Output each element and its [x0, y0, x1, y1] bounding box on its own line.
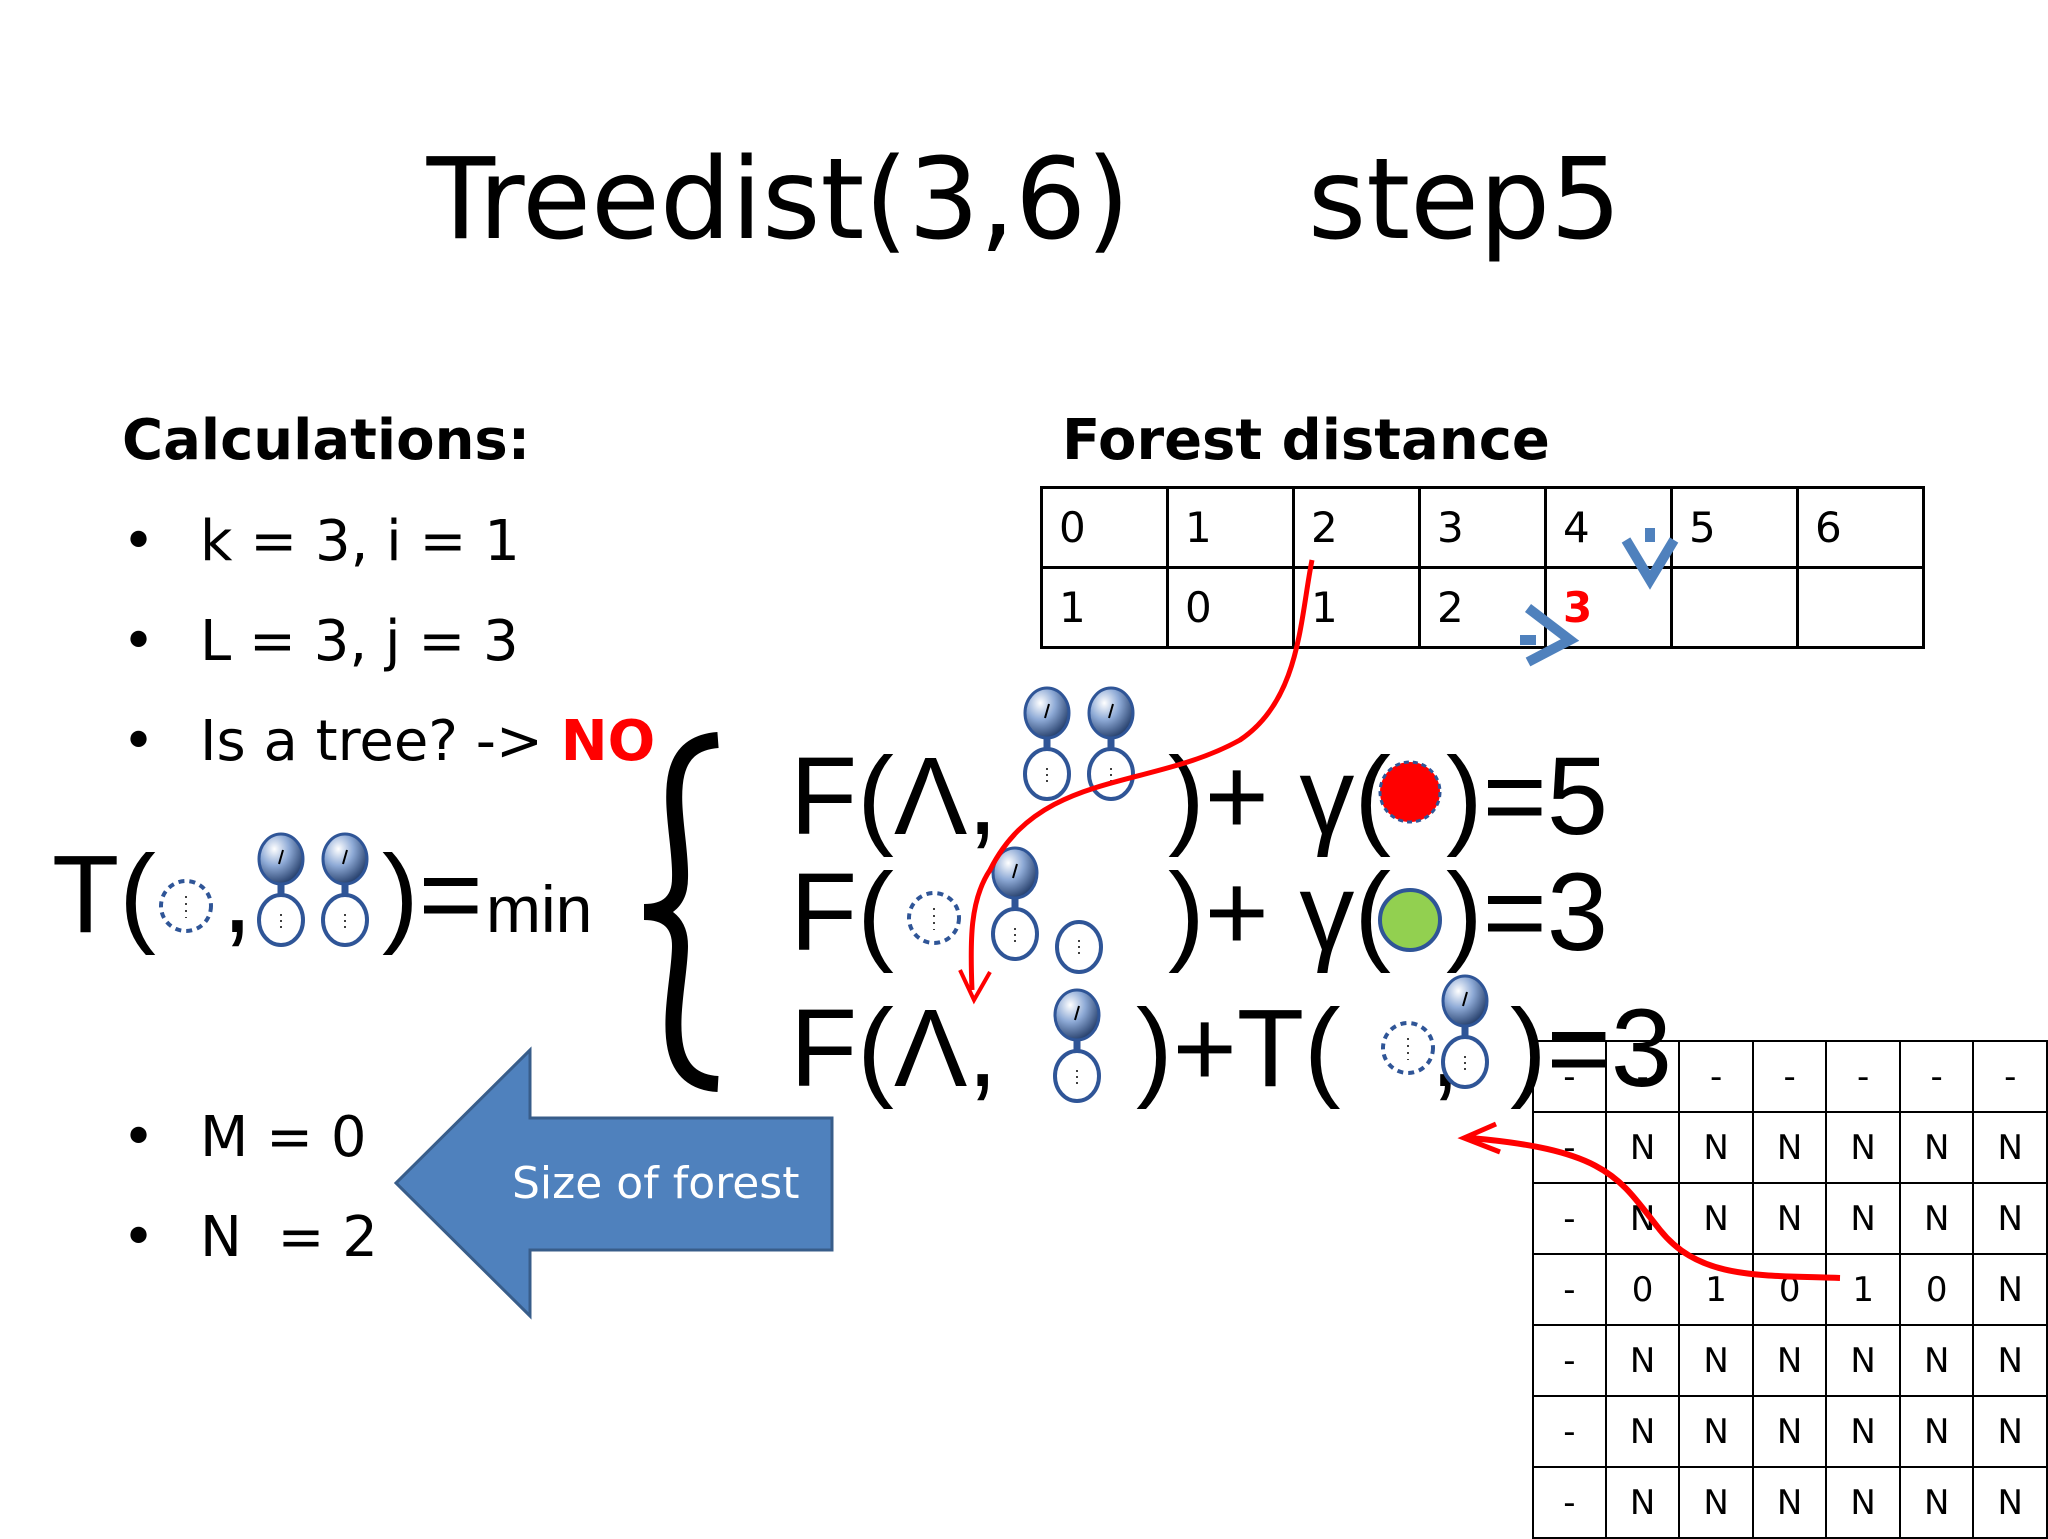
tree-pair-icon — [323, 834, 367, 945]
row1-result: )=5 — [1446, 735, 1608, 858]
row2-left: F( — [790, 851, 894, 974]
tree-pair-icon — [993, 848, 1037, 959]
lhs-t-open: T( — [52, 833, 156, 956]
row3-mid: )+T( — [1136, 987, 1341, 1110]
dashed-node-icon — [1383, 1023, 1433, 1073]
row1-left: F(Λ, — [790, 735, 998, 858]
size-of-forest-label: Size of forest — [512, 1158, 799, 1209]
row2-result: )=3 — [1446, 851, 1608, 974]
dashed-node-icon — [161, 881, 211, 931]
row2-right: )+ γ( — [1168, 851, 1391, 974]
down-chevron-icon — [1626, 528, 1674, 580]
red-curve-arrow — [1470, 1138, 1840, 1278]
tree-pair-icon — [259, 834, 303, 945]
tree-pair-icon — [1025, 688, 1069, 799]
hollow-node-icon — [1057, 922, 1101, 972]
dashed-node-icon — [909, 893, 959, 943]
lhs-close-equals: )= — [382, 833, 483, 956]
row3-result: )=3 — [1510, 987, 1672, 1110]
tree-pair-icon — [1055, 990, 1099, 1101]
row3-left: F(Λ, — [790, 987, 998, 1110]
green-node-icon — [1380, 890, 1440, 950]
min-label: min — [486, 872, 592, 946]
right-chevron-icon — [1520, 608, 1570, 662]
brace-icon — [644, 740, 718, 1084]
row1-right: )+ γ( — [1168, 735, 1391, 858]
lhs-comma: , — [222, 833, 253, 956]
red-node-icon — [1380, 762, 1440, 822]
